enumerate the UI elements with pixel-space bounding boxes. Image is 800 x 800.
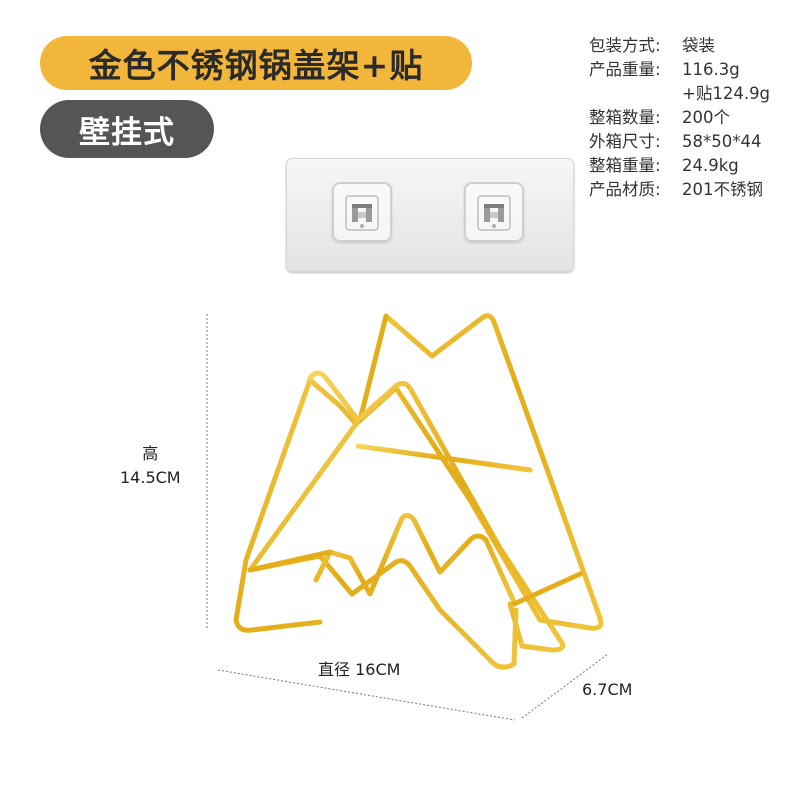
spec-key: 产品重量: [589, 60, 661, 79]
spec-list: 包装方式: 袋装 产品重量: 116.3g +贴124.9g 整箱数量: 200… [589, 34, 794, 202]
product-title: 金色不锈钢锅盖架+贴 [40, 36, 472, 90]
spec-key: 整箱数量: [589, 108, 661, 127]
height-value: 14.5CM [120, 468, 181, 487]
spec-key: 整箱重量: [589, 156, 661, 175]
depth-dimension: 6.7CM [582, 680, 633, 699]
adhesive-sticker-image [286, 158, 574, 272]
spec-value: 袋装 [682, 36, 715, 55]
spec-value: 58*50*44 [682, 132, 762, 151]
spec-row-carton-weight: 整箱重量: 24.9kg [589, 154, 794, 178]
hook-clip-icon [332, 182, 392, 242]
mount-type-badge: 壁挂式 [40, 100, 214, 158]
hook-clip-icon [464, 182, 524, 242]
height-dimension: 高 14.5CM [120, 442, 181, 490]
spec-row-weight: 产品重量: 116.3g [589, 58, 794, 82]
spec-value: 200个 [682, 108, 730, 127]
depth-guide-line [521, 653, 609, 719]
gold-wire-rack [233, 313, 604, 670]
spec-row-carton-size: 外箱尺寸: 58*50*44 [589, 130, 794, 154]
height-label: 高 [142, 444, 159, 463]
spec-row-packaging: 包装方式: 袋装 [589, 34, 794, 58]
spec-key: 产品材质: [589, 180, 661, 199]
diameter-dimension: 直径 16CM [318, 660, 401, 679]
spec-value: 201不锈钢 [682, 180, 763, 199]
spec-key: 外箱尺寸: [589, 132, 661, 151]
spec-weight-with-sticker: +贴124.9g [682, 84, 771, 103]
spec-value: 24.9kg [682, 156, 739, 175]
spec-row-material: 产品材质: 201不锈钢 [589, 178, 794, 202]
spec-row-carton-qty: 整箱数量: 200个 [589, 106, 794, 130]
spec-value: 116.3g [682, 60, 740, 79]
spec-key: 包装方式: [589, 36, 661, 55]
